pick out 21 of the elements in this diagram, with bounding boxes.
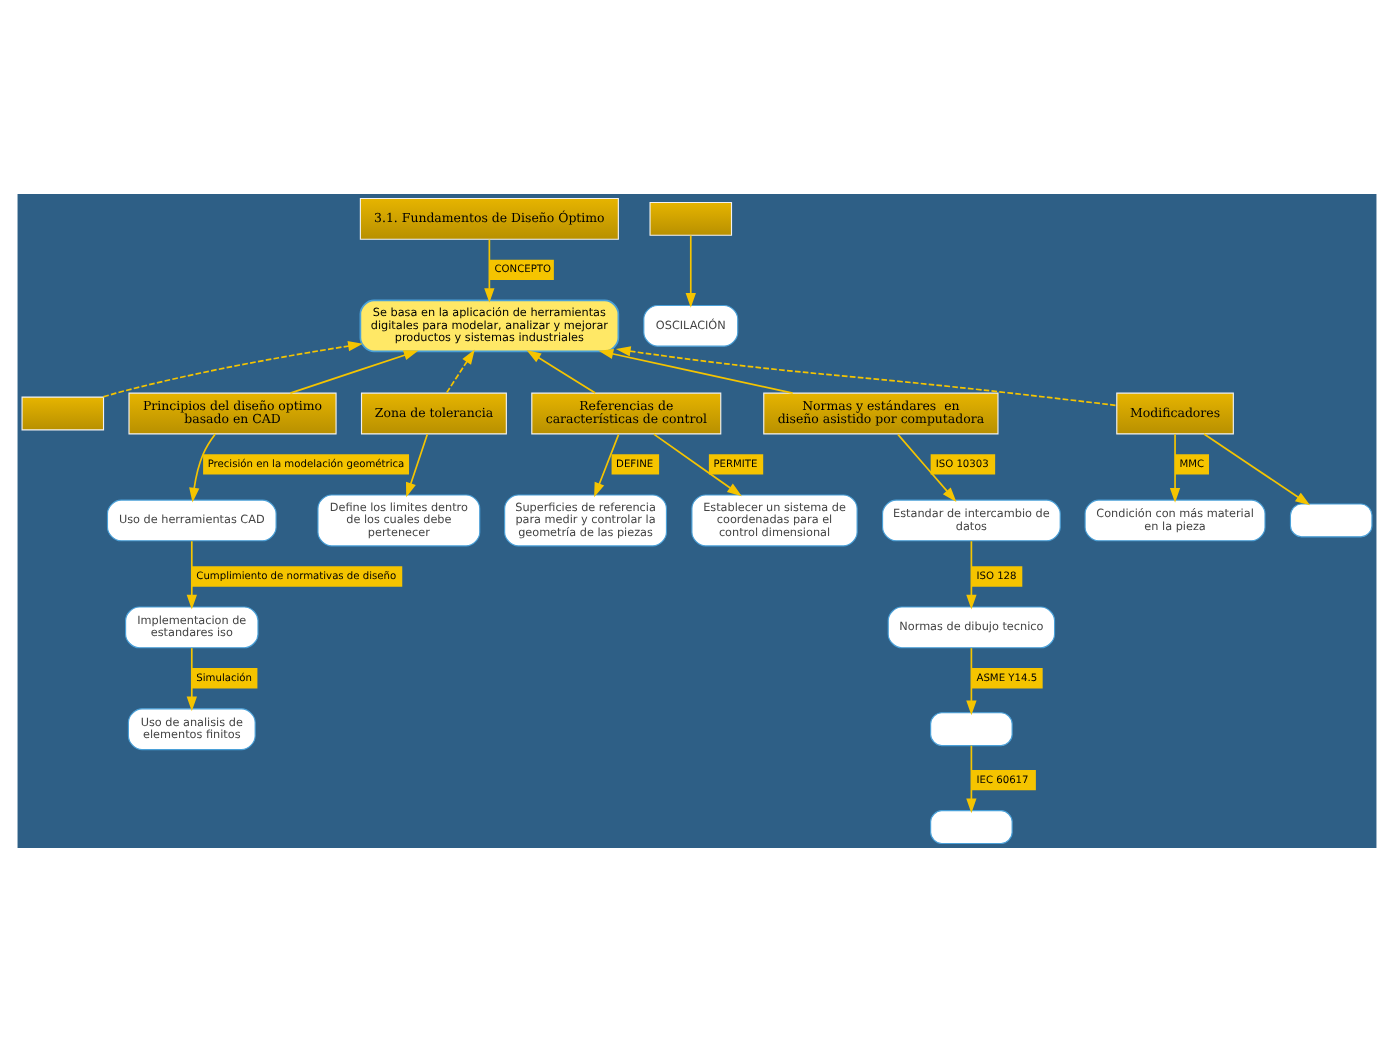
node-box — [1289, 502, 1373, 537]
arrow — [652, 432, 742, 496]
arrow — [186, 646, 197, 711]
arrow — [598, 347, 794, 393]
arrow — [1169, 432, 1181, 502]
node-box — [21, 395, 105, 430]
node-box — [649, 200, 733, 235]
arrow — [186, 539, 197, 609]
arrow — [897, 432, 957, 501]
arrow — [445, 348, 475, 393]
node-box — [930, 711, 1013, 746]
arrow — [289, 349, 419, 393]
arrow — [685, 233, 696, 307]
arrow — [102, 340, 363, 397]
arrow — [594, 432, 620, 497]
arrow — [526, 349, 597, 393]
node-box — [930, 809, 1013, 844]
arrow — [189, 432, 217, 502]
arrow — [615, 345, 1118, 406]
arrow — [406, 432, 429, 497]
arrow — [1203, 432, 1311, 505]
